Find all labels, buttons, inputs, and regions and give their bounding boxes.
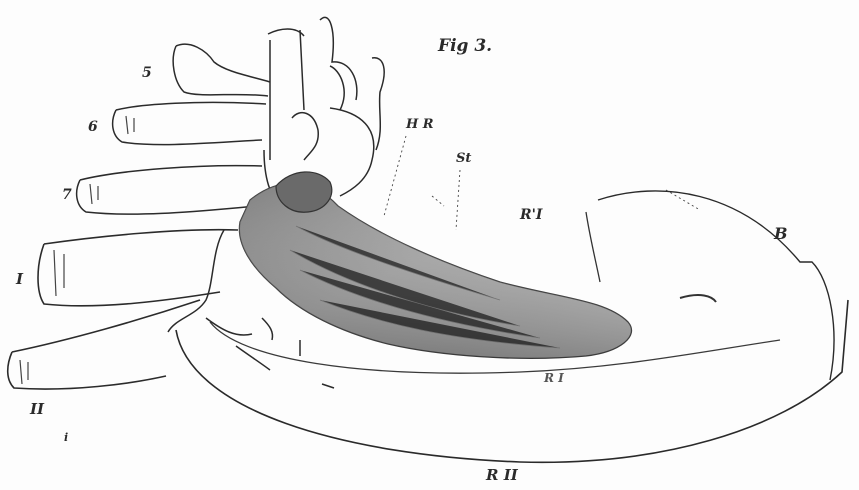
process-7 xyxy=(77,166,262,215)
process-5 xyxy=(173,44,270,96)
label-process-II: II xyxy=(30,402,44,417)
process-6 xyxy=(113,102,266,144)
figure-title: Fig 3. xyxy=(438,38,492,55)
label-st: St xyxy=(456,152,471,165)
bladder-outline xyxy=(598,191,834,380)
process-II xyxy=(8,300,200,389)
label-r1: R I xyxy=(544,372,564,384)
label-process-I: I xyxy=(16,272,23,287)
label-b: B xyxy=(774,226,788,242)
label-r2: R II xyxy=(486,468,518,483)
label-process-6: 6 xyxy=(88,120,98,134)
label-r1-prime: R'I xyxy=(520,208,542,222)
label-hr: H R xyxy=(406,118,434,131)
label-dot-mark: i xyxy=(64,432,68,443)
label-process-5: 5 xyxy=(142,66,152,80)
label-process-7: 7 xyxy=(62,188,72,202)
